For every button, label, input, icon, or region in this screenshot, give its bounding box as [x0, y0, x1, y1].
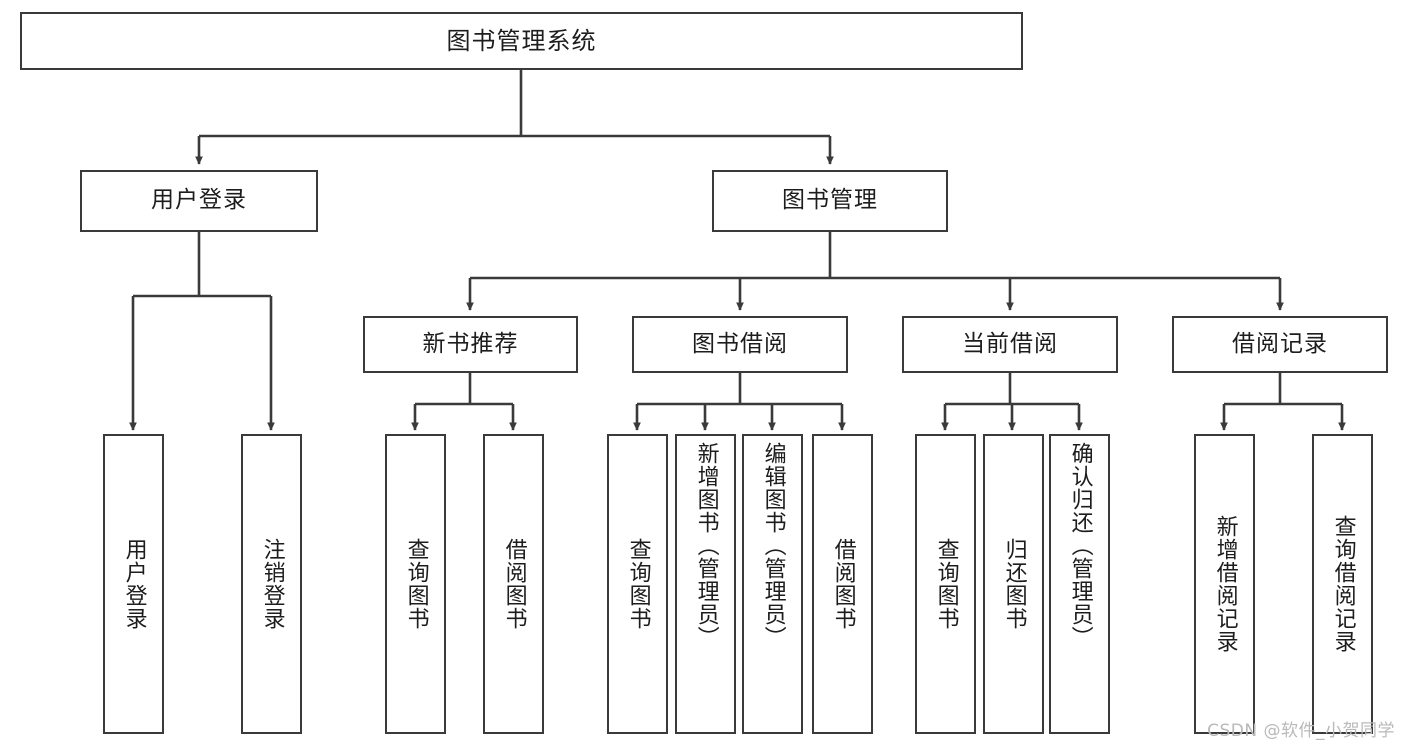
leaf-return-book[interactable]: 归还图书	[983, 434, 1044, 734]
node-label: 确认归还（管理员）	[1067, 442, 1093, 649]
leaf-add-borrow-record[interactable]: 新增借阅记录	[1194, 434, 1255, 734]
node-label: 图书管理系统	[446, 26, 597, 55]
node-label: 查询图书	[625, 538, 651, 630]
leaf-user-logout[interactable]: 注销登录	[241, 434, 302, 734]
node-label: 新书推荐	[422, 330, 519, 357]
node-label: 图书管理	[782, 187, 878, 214]
node-label: 查询图书	[933, 538, 959, 630]
node-book-borrow[interactable]: 图书借阅	[632, 316, 848, 373]
node-label: 新增借阅记录	[1212, 515, 1238, 653]
node-label: 借阅记录	[1232, 330, 1328, 357]
node-label: 查询图书	[403, 538, 429, 630]
leaf-confirm-return-admin[interactable]: 确认归还（管理员）	[1049, 434, 1110, 734]
node-label: 查询借阅记录	[1330, 515, 1356, 653]
node-label: 借阅图书	[501, 538, 527, 630]
node-label: 借阅图书	[830, 538, 856, 630]
leaf-borrow-book[interactable]: 借阅图书	[812, 434, 873, 734]
node-root-system[interactable]: 图书管理系统	[20, 12, 1023, 70]
leaf-query-book-recommend[interactable]: 查询图书	[385, 434, 446, 734]
node-label: 当前借阅	[962, 330, 1058, 357]
node-label: 用户登录	[151, 187, 247, 214]
leaf-query-book-borrow[interactable]: 查询图书	[607, 434, 668, 734]
node-current-borrow[interactable]: 当前借阅	[902, 316, 1118, 373]
leaf-borrow-book-recommend[interactable]: 借阅图书	[483, 434, 544, 734]
leaf-edit-book-admin[interactable]: 编辑图书（管理员）	[742, 434, 803, 734]
node-label: 编辑图书（管理员）	[760, 442, 786, 649]
leaf-user-login[interactable]: 用户登录	[103, 434, 164, 734]
leaf-add-book-admin[interactable]: 新增图书（管理员）	[675, 434, 736, 734]
node-label: 注销登录	[259, 538, 285, 630]
node-label: 用户登录	[121, 538, 147, 630]
node-new-book-recommend[interactable]: 新书推荐	[363, 316, 578, 373]
leaf-query-borrow-record[interactable]: 查询借阅记录	[1312, 434, 1373, 734]
node-user-login[interactable]: 用户登录	[80, 170, 318, 232]
node-label: 新增图书（管理员）	[693, 442, 719, 649]
node-label: 归还图书	[1001, 538, 1027, 630]
watermark-text: CSDN @软件_小贺同学	[1207, 721, 1395, 741]
leaf-query-book-current[interactable]: 查询图书	[915, 434, 976, 734]
node-label: 图书借阅	[692, 330, 788, 357]
node-book-management[interactable]: 图书管理	[712, 170, 948, 232]
node-borrow-record[interactable]: 借阅记录	[1172, 316, 1388, 373]
